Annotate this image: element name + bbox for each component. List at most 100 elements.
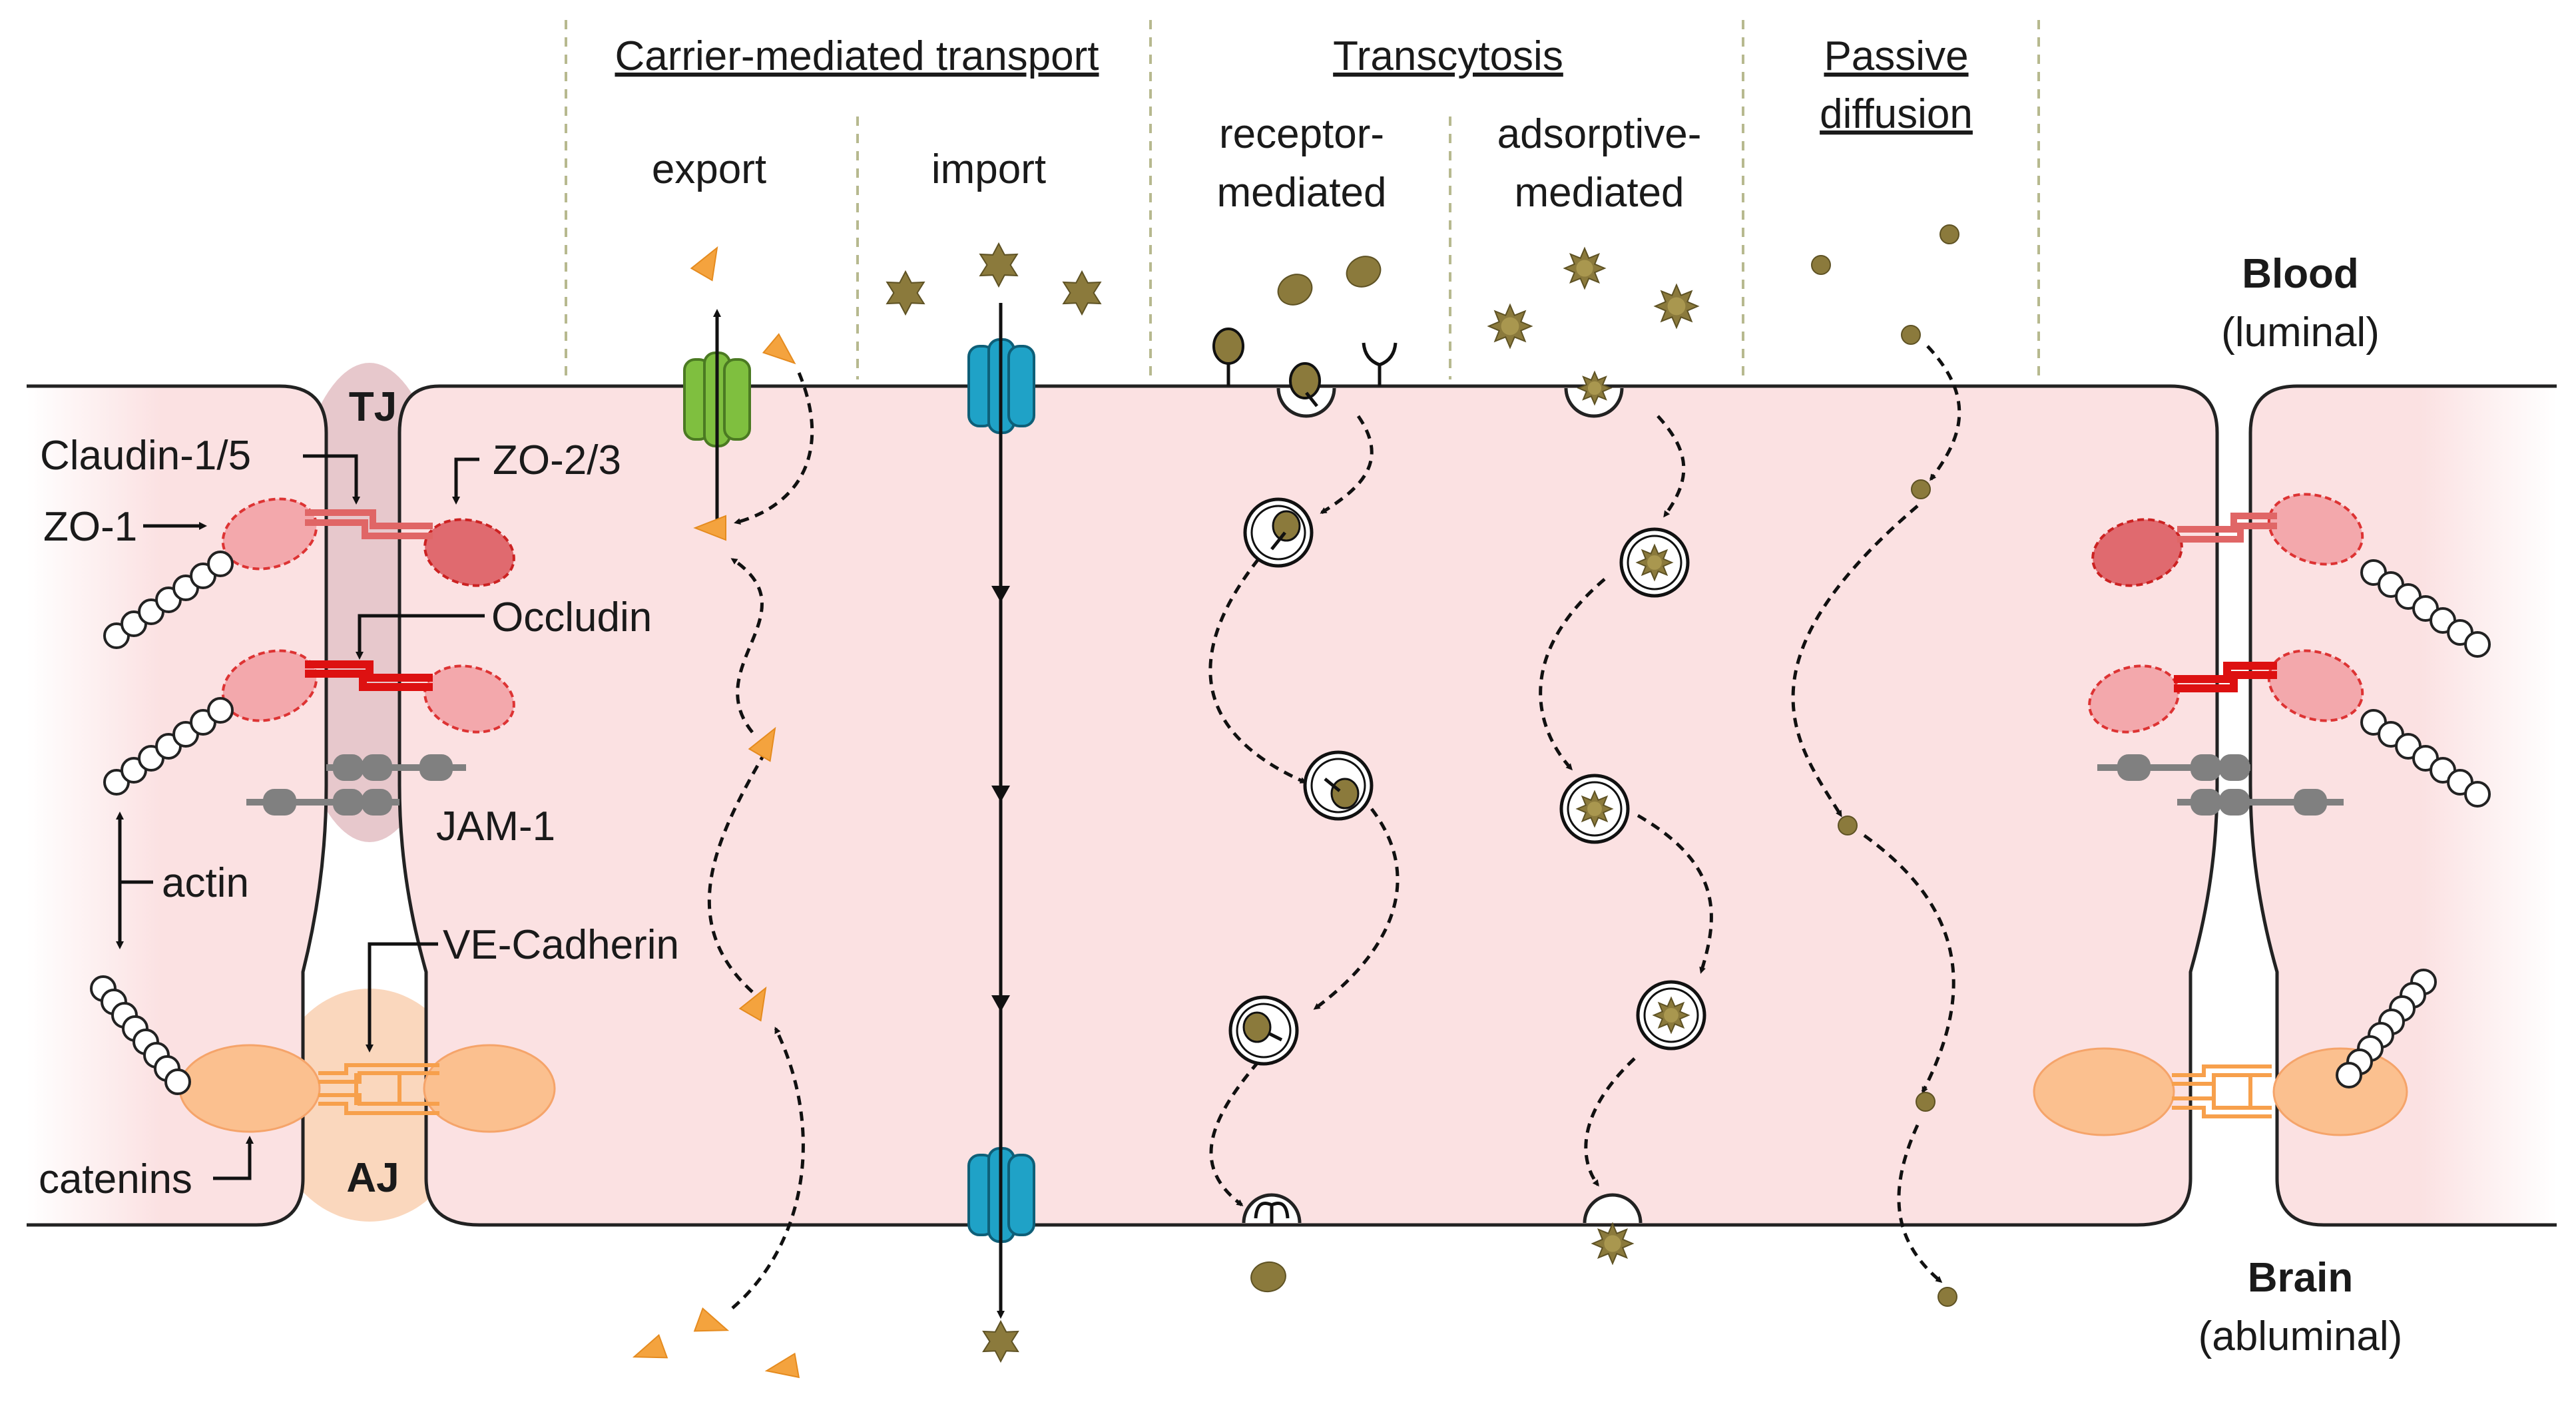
adsorptive-ligand: [1635, 543, 1674, 582]
import-substrate: [1062, 270, 1102, 316]
catenin-right-a: [2033, 1047, 2175, 1136]
importer-transporter-top: [967, 338, 1035, 434]
receptor-blood-left: [1212, 328, 1244, 386]
sub-adsorptive-2: mediated: [1514, 170, 1684, 216]
adsorptive-ligand: [1487, 303, 1533, 350]
receptor-path-3: [1313, 808, 1400, 1011]
membrane-pits: [1242, 387, 1643, 1224]
side-labels: Blood (luminal) Brain (abluminal): [2198, 251, 2403, 1359]
sub-import: import: [931, 146, 1046, 192]
passive-path-upper: [1926, 345, 1961, 481]
claudin-leader: [303, 454, 360, 505]
catenins-leader: [213, 1136, 254, 1180]
export-substrate: [690, 246, 718, 282]
zo1-right-mid: [2267, 649, 2364, 722]
tj-right: [2088, 493, 2364, 816]
import-chevrons: [991, 586, 1010, 1012]
label-claudin: Claudin-1/5: [40, 433, 251, 479]
receptor-path-4: [1209, 1060, 1260, 1206]
leader-arrows: [116, 454, 485, 1180]
receptor-vesicle-3: [1228, 995, 1299, 1066]
cell-right: [2248, 384, 2557, 1227]
passive-molecule: [1811, 255, 1831, 275]
receptor-ligand: [1250, 1261, 1286, 1293]
export-path-lower: [707, 744, 771, 993]
adsorptive-ligand: [1653, 283, 1700, 330]
export-path-upper: [734, 372, 814, 525]
label-blood-sub: (luminal): [2221, 310, 2380, 355]
label-blood: Blood: [2242, 251, 2359, 297]
cell-left: [27, 384, 328, 1227]
label-zo2: ZO-2/3: [493, 437, 621, 483]
label-jam: JAM-1: [436, 804, 555, 849]
passive-path-lower: [1863, 833, 1955, 1094]
actin-chain-right-1: [2360, 559, 2491, 658]
catenin-left-a: [178, 1044, 321, 1133]
passive-path-mid: [1791, 505, 1919, 818]
adsorptive-ligand: [1577, 370, 1613, 406]
passive-molecule: [1937, 1287, 1957, 1307]
adsorptive-ligand: [1591, 1222, 1635, 1266]
export-substrate: [632, 1333, 668, 1359]
label-catenins: catenins: [39, 1156, 192, 1202]
vecadherin-left: [318, 1063, 439, 1115]
label-actin: actin: [162, 860, 249, 906]
label-tj: TJ: [349, 384, 397, 430]
zo2-left-top: [423, 518, 515, 587]
vecadherin-right: [2172, 1064, 2272, 1118]
export-substrate: [764, 1352, 800, 1379]
receptor-path-2: [1208, 558, 1307, 784]
export-substrate: [693, 1307, 730, 1332]
receptor-mediated-elements: [1212, 328, 1398, 1224]
import-substrate: [886, 270, 925, 316]
actin-filaments: [90, 551, 2491, 1095]
claudin-left: [305, 509, 433, 539]
header-transcytosis: Transcytosis: [1333, 33, 1563, 79]
receptor-blood-right: [1362, 342, 1398, 386]
claudin-right: [2177, 513, 2277, 543]
receptor-brain: [1254, 1202, 1290, 1224]
receptor-path-1: [1320, 415, 1374, 515]
import-substrate: [982, 1319, 1019, 1363]
aj-left: [178, 1044, 556, 1133]
export-substrate: [748, 726, 776, 762]
passive-molecule: [1911, 479, 1931, 499]
occludin-left: [305, 660, 433, 691]
export-substrate: [738, 986, 767, 1022]
sub-receptor-1: receptor-: [1219, 111, 1384, 157]
adsorptive-path-1: [1657, 415, 1686, 518]
export-path-bottom: [731, 1027, 805, 1309]
export-substrate: [693, 515, 726, 541]
sub-adsorptive-1: adsorptive-: [1497, 111, 1702, 157]
actin-chain-right-2: [2360, 709, 2491, 808]
adsorptive-path-3: [1637, 814, 1713, 974]
export-substrate: [762, 333, 796, 365]
actin-chain-left-1: [103, 551, 234, 649]
molecules: [632, 224, 1959, 1379]
actin-chain-right-3: [2336, 969, 2437, 1088]
cell-center: [397, 384, 2219, 1227]
vecadherin-leader: [366, 942, 438, 1053]
export-path-mid: [730, 557, 764, 734]
label-aj: AJ: [346, 1155, 399, 1201]
passive-path-bottom: [1897, 1124, 1943, 1283]
sub-export: export: [652, 146, 766, 192]
label-brain: Brain: [2248, 1255, 2353, 1301]
aj-right: [2033, 1047, 2408, 1136]
junction-labels: TJ AJ Claudin-1/5 ZO-2/3 ZO-1 Occludin J…: [39, 384, 679, 1202]
label-brain-sub: (abluminal): [2198, 1313, 2403, 1359]
passive-molecule: [1838, 816, 1858, 835]
sub-receptor-2: mediated: [1216, 170, 1386, 216]
receptor-vesicle-2: [1303, 750, 1374, 821]
passive-molecule: [1939, 224, 1959, 244]
catenin-right-b: [2272, 1047, 2408, 1136]
adsorptive-path-4: [1584, 1057, 1636, 1187]
actin-chain-left-3: [90, 975, 191, 1095]
zo1-left-top: [221, 497, 318, 571]
occludin-leader: [356, 614, 485, 660]
jam-right: [2097, 754, 2344, 816]
passive-molecule: [1901, 325, 1921, 345]
tj-left: [221, 497, 515, 816]
adsorptive-path-2: [1539, 578, 1606, 771]
